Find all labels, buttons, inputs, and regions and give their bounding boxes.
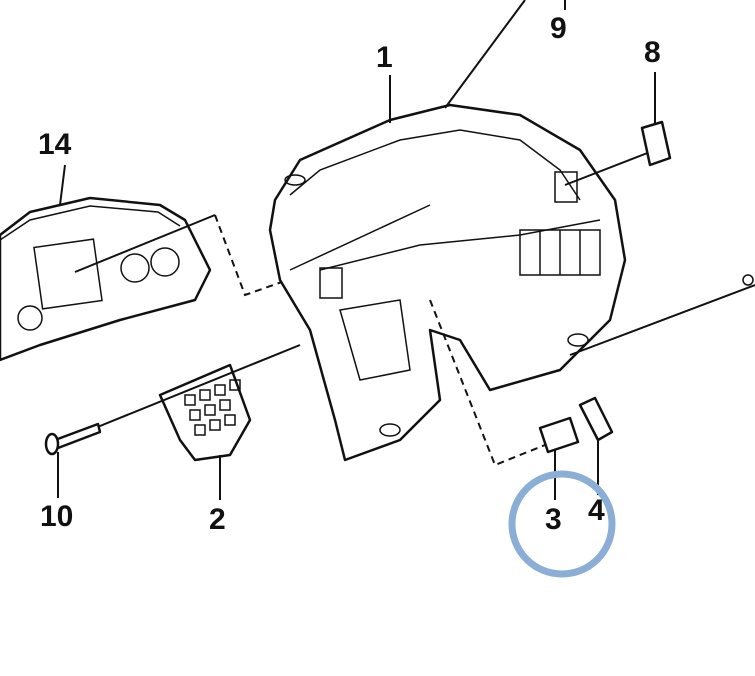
- instrument-cluster: [0, 196, 212, 362]
- keypad-module: [158, 363, 252, 462]
- label-2: 2: [209, 503, 226, 536]
- dashboard-panel: [268, 103, 627, 462]
- label-1: 1: [376, 41, 393, 74]
- label-8: 8: [644, 36, 661, 69]
- leader-14: [59, 164, 66, 206]
- switch-8: [640, 120, 672, 167]
- leader-14-axis: [74, 214, 216, 273]
- highlight-circle: [508, 470, 616, 578]
- screw-10: [44, 422, 102, 456]
- label-9: 9: [550, 12, 567, 45]
- label-4: 4: [588, 494, 605, 527]
- label-10: 10: [40, 500, 74, 533]
- switch-3: [538, 416, 580, 454]
- label-3: 3: [545, 503, 562, 536]
- knob-4: [578, 396, 614, 442]
- leader-9: [444, 0, 526, 109]
- label-14: 14: [38, 128, 72, 161]
